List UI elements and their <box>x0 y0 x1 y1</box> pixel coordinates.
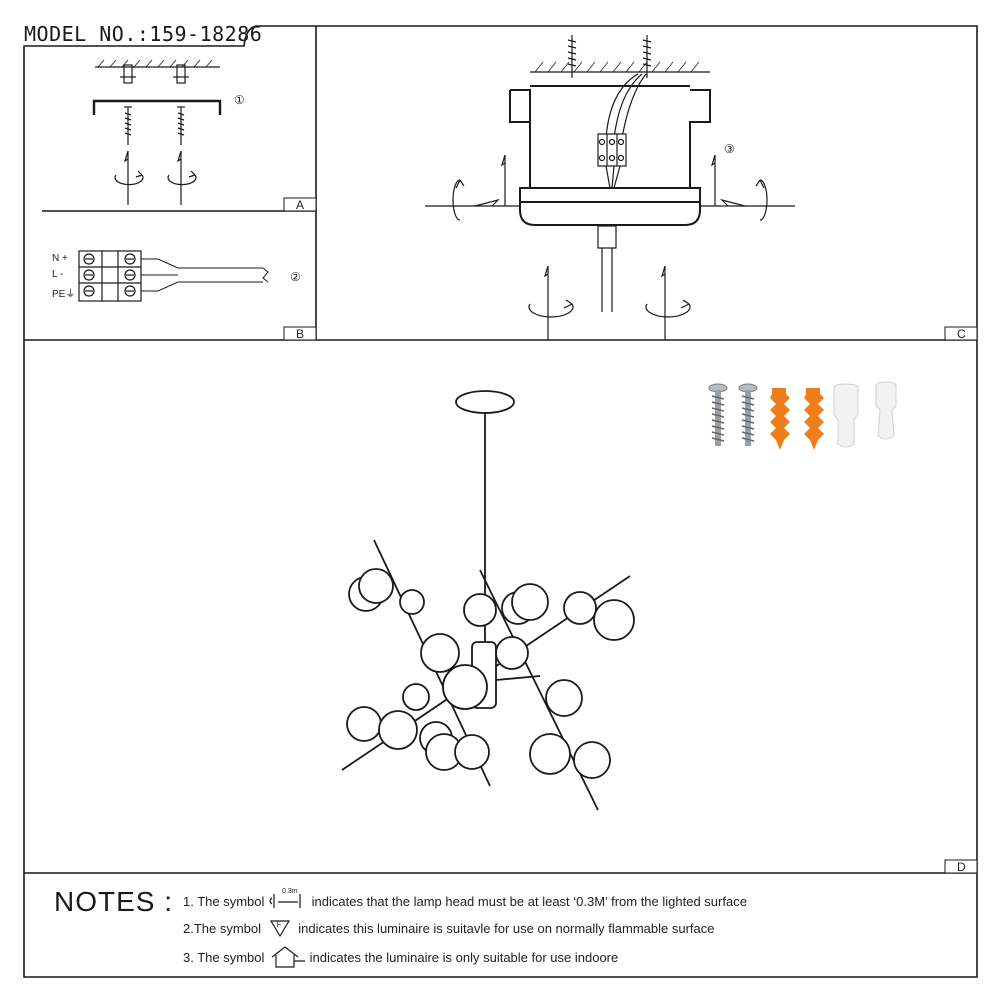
panel-label-d: D <box>957 860 966 874</box>
panel-c-box <box>944 326 978 341</box>
wire-connector-icon <box>833 381 897 448</box>
step-number-3: ③ <box>724 142 735 156</box>
note-3-prefix: 3. The symbol <box>183 949 265 965</box>
note-3: 3. The symbol indicates the luminaire is… <box>183 945 618 969</box>
terminal-block-icon <box>78 250 269 302</box>
panel-a-drawing <box>92 59 222 205</box>
hardware-pack <box>708 381 897 450</box>
note-1-prefix: 1. The symbol <box>183 893 265 909</box>
note-1: 1. The symbol 0.3m indicates that the la… <box>183 888 747 912</box>
indoor-symbol-icon <box>268 945 306 969</box>
screw-icon <box>124 106 185 145</box>
note-2-prefix: 2.The symbol <box>183 920 262 936</box>
step-number-1: ① <box>234 93 245 107</box>
screw-icon <box>708 383 758 446</box>
note-3-text: indicates the luminaire is only suitable… <box>309 949 619 965</box>
note-2: 2.The symbol F indicates this luminaire … <box>183 918 714 938</box>
wall-anchor-icon <box>120 64 189 84</box>
step-number-2: ② <box>290 270 301 284</box>
screw-icon <box>567 35 652 78</box>
panel-a-box <box>283 197 317 212</box>
terminal-label-pe: PE⏚ <box>52 289 76 300</box>
model-number: MODEL NO.:159-18286 <box>24 22 263 46</box>
ceiling-canopy-icon <box>509 85 711 226</box>
rotate-arrow-icon <box>114 150 197 205</box>
panel-c-drawing <box>425 35 795 340</box>
panel-label-a: A <box>296 198 305 212</box>
panel-label-c: C <box>957 327 966 341</box>
terminal-label-n: N + <box>52 253 68 264</box>
terminal-label-l: L - <box>52 269 64 280</box>
panel-label-b: B <box>296 327 305 341</box>
distance-symbol-icon: 0.3m <box>268 888 308 912</box>
pendant-lamp-drawing <box>341 390 635 811</box>
notes-title: NOTES : <box>54 886 174 917</box>
panel-b-box <box>283 326 317 341</box>
rotate-arrow-icon <box>425 154 795 340</box>
panel-d-box <box>944 859 978 874</box>
note-2-text: indicates this luminaire is suitavle for… <box>298 920 715 936</box>
wall-anchor-icon <box>770 388 824 450</box>
terminal-block-icon <box>597 133 627 167</box>
note-1-text: indicates that the lamp head must be at … <box>311 893 747 909</box>
flammable-symbol-icon: F <box>265 918 295 938</box>
mounting-bracket <box>92 99 222 115</box>
